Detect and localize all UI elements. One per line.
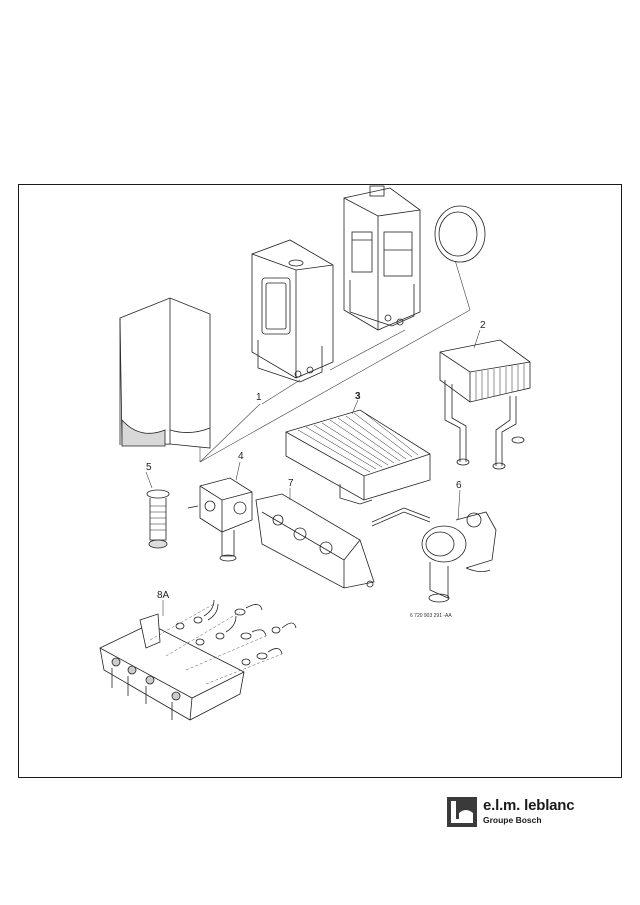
callout-7: 7 — [288, 478, 294, 489]
brand-name: e.l.m. leblanc — [483, 797, 575, 814]
control-box — [255, 493, 375, 589]
expansion-vessel — [434, 205, 486, 263]
boiler-chassis — [343, 185, 421, 331]
callout-4: 4 — [238, 451, 244, 462]
connection-kit — [99, 599, 297, 721]
leader-4 — [235, 461, 241, 481]
heat-exchanger — [439, 339, 531, 470]
callout-5: 5 — [146, 462, 152, 473]
leader-2 — [473, 329, 481, 349]
flame-logo-icon — [447, 797, 477, 827]
brand-logo: e.l.m. leblanc Groupe Bosch — [447, 797, 575, 827]
callout-1: 1 — [256, 392, 262, 403]
burner — [285, 409, 431, 505]
callout-8a: 8A — [157, 590, 170, 601]
callout-6: 6 — [456, 480, 462, 491]
bypass-part — [146, 489, 170, 549]
figure-reference-code: 6 720 903 291 -AA — [410, 613, 452, 619]
callout-3: 3 — [355, 391, 361, 402]
leader-5 — [145, 471, 153, 489]
brand-tagline: Groupe Bosch — [483, 815, 542, 825]
leader-6 — [457, 489, 461, 521]
gas-valve — [187, 477, 253, 562]
leader-lines — [199, 259, 471, 463]
diagram-frame — [18, 184, 622, 778]
leader-3 — [351, 399, 359, 415]
pump-assembly — [371, 507, 497, 603]
casing-panel — [119, 297, 211, 449]
callout-2: 2 — [480, 320, 486, 331]
boiler-casing — [251, 239, 334, 383]
